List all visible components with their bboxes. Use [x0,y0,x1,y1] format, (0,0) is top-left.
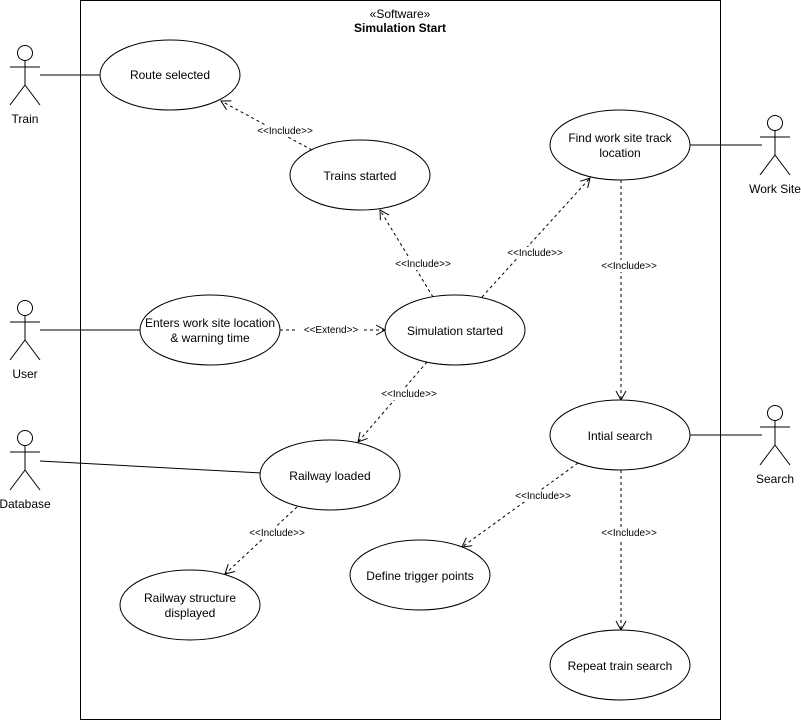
label-sim-find: <<Include>> [507,248,563,259]
use-case-label: Simulation started [407,324,503,338]
use-case-label: Find work site track [568,131,672,145]
actor-search-label: Search [756,472,794,486]
use-case-label: Define trigger points [366,569,473,583]
use-case-trains-started[interactable] [289,139,431,211]
label-find-initial: <<Include>> [601,261,657,272]
actor-train-icon[interactable] [9,45,41,106]
use-case-label: Enters work site location [145,316,275,330]
use-case-repeat-train-search[interactable] [549,629,691,701]
association-database [39,460,263,474]
use-case-label: displayed [165,606,216,620]
use-case-label: location [599,146,640,160]
actor-work-site-icon[interactable] [759,115,791,176]
actor-user-label: User [12,367,37,381]
use-case-label: & warning time [170,331,250,345]
system-stereotype: «Software» [370,7,431,21]
use-case-find-track-location[interactable] [549,109,691,181]
use-case-enters-location[interactable] [139,294,281,366]
actor-user-icon[interactable] [9,300,41,361]
use-case-label: Trains started [324,169,397,183]
actor-database-icon[interactable] [9,430,41,491]
rel-sim-trains [379,209,434,298]
use-case-label: Railway structure [144,591,236,605]
actor-train-label: Train [12,112,39,126]
label-initial-repeat: <<Include>> [601,528,657,539]
use-case-label: Repeat train search [568,659,673,673]
actor-work-site-label: Work Site [749,182,801,196]
use-case-initial-search[interactable] [549,399,691,471]
use-case-simulation-started[interactable] [384,294,526,366]
use-case-railway-displayed[interactable] [119,569,261,641]
use-case-route-selected[interactable] [99,39,241,111]
label-sim-railway: <<Include>> [381,389,437,400]
rel-sim-find [481,177,591,298]
rel-railway-displayed [224,506,298,575]
label-initial-trigger: <<Include>> [515,491,571,502]
use-case-railway-loaded[interactable] [259,439,401,511]
use-case-label: Intial search [588,429,653,443]
label-trains-route: <<Include>> [257,126,313,137]
system-title: Simulation Start [354,21,446,35]
use-case-label: Route selected [130,68,210,82]
use-case-label: Railway loaded [289,469,370,483]
actor-database-label: Database [0,497,51,511]
label-enters-sim: <<Extend>> [304,325,359,336]
use-case-define-trigger-points[interactable] [349,539,491,611]
actor-search-icon[interactable] [759,405,791,466]
label-sim-trains: <<Include>> [395,259,451,270]
rel-trains-route [220,100,313,151]
label-railway-displayed: <<Include>> [249,528,305,539]
